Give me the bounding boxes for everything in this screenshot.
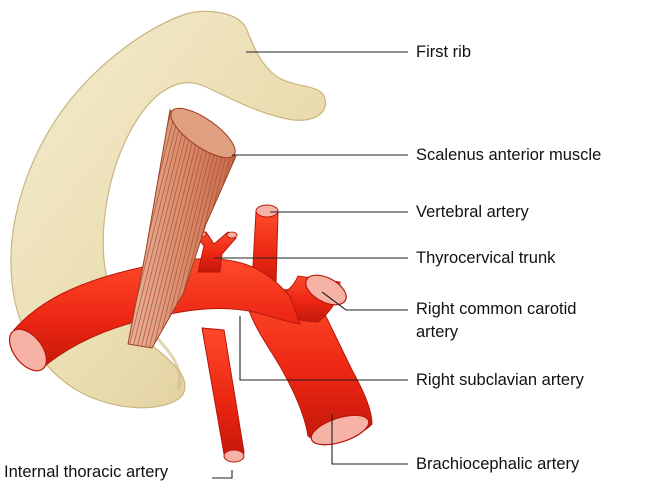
label-right-common-carotid-2: artery [416,322,458,343]
leader-internal-thoracic [212,470,232,478]
vertebral-lumen [256,205,278,217]
label-right-common-carotid-1: Right common carotid [416,299,576,320]
label-thyrocervical-trunk: Thyrocervical trunk [416,248,555,269]
label-scalenus-anterior: Scalenus anterior muscle [416,145,601,166]
label-right-subclavian: Right subclavian artery [416,370,584,391]
label-internal-thoracic: Internal thoracic artery [4,462,168,483]
internal-thoracic-lumen [224,450,244,462]
label-brachiocephalic: Brachiocephalic artery [416,454,579,475]
label-first-rib: First rib [416,42,471,63]
label-vertebral-artery: Vertebral artery [416,202,529,223]
internal-thoracic-artery [202,328,244,459]
